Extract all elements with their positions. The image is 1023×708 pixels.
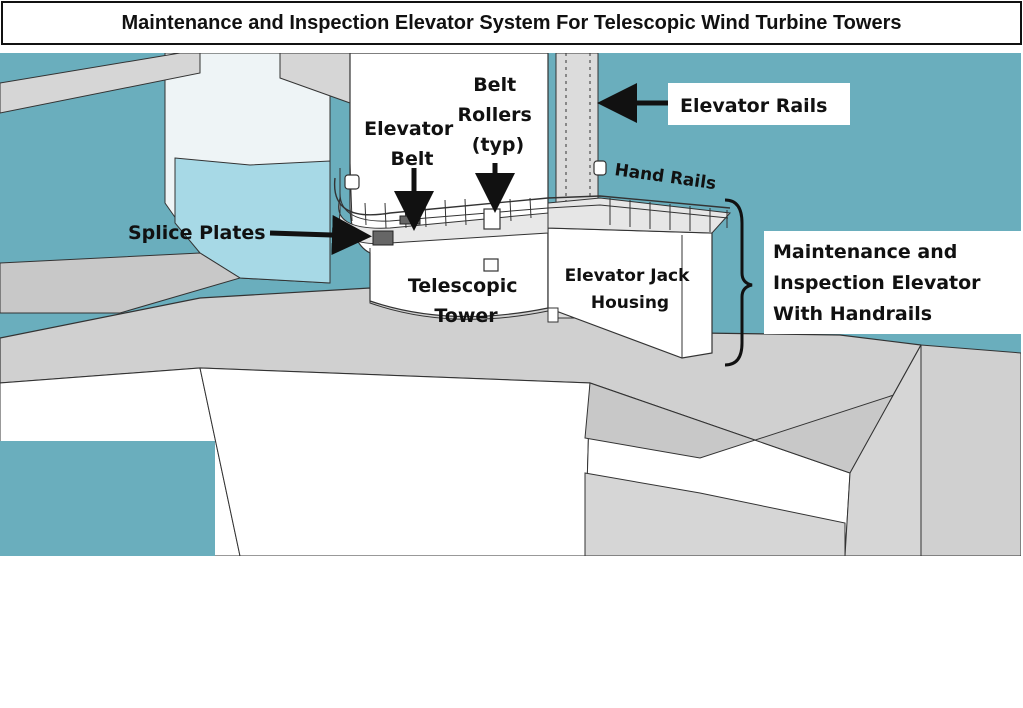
background-left-structure bbox=[0, 53, 201, 114]
maintenance-elevator-label: Maintenance and Inspection Elevator With… bbox=[773, 241, 987, 325]
lower-beam bbox=[584, 472, 846, 556]
diagram-title: Maintenance and Inspection Elevator Syst… bbox=[1, 1, 1022, 45]
right-edge-deck bbox=[920, 344, 1021, 556]
elevator-rails-label-bg bbox=[668, 83, 850, 125]
background-left-ledge bbox=[0, 252, 242, 314]
elevator-belt-label: Elevator Belt bbox=[364, 118, 460, 170]
elevator-jack-housing-label: Elevator Jack Housing bbox=[565, 266, 696, 313]
roller-left bbox=[344, 174, 360, 190]
lower-left-water bbox=[0, 441, 215, 556]
elevator-rails-label: Elevator Rails bbox=[680, 95, 828, 117]
deck-wall-center bbox=[199, 367, 591, 556]
maintenance-label-bg bbox=[764, 231, 1021, 334]
right-beam-side bbox=[844, 343, 922, 556]
telescopic-tower-label: Telescopic Tower bbox=[408, 275, 524, 327]
handrail-grid bbox=[333, 177, 731, 216]
maintenance-brace bbox=[724, 198, 753, 367]
splice-plates-arrow bbox=[269, 215, 372, 256]
elevator-diagram: Elevator Belt Belt Rollers (typ) Elevato… bbox=[0, 53, 1021, 556]
splice-plate bbox=[372, 230, 394, 246]
background-column-water bbox=[174, 157, 331, 284]
splice-plate-top bbox=[399, 215, 421, 225]
belt-roller bbox=[483, 208, 501, 230]
roller-right bbox=[593, 160, 607, 176]
jack-door bbox=[547, 307, 559, 323]
belt-rollers-label: Belt Rollers (typ) bbox=[458, 74, 539, 156]
splice-plates-label: Splice Plates bbox=[128, 222, 266, 244]
belt-roller-lower bbox=[483, 258, 499, 272]
tower-base-curve bbox=[369, 248, 549, 320]
